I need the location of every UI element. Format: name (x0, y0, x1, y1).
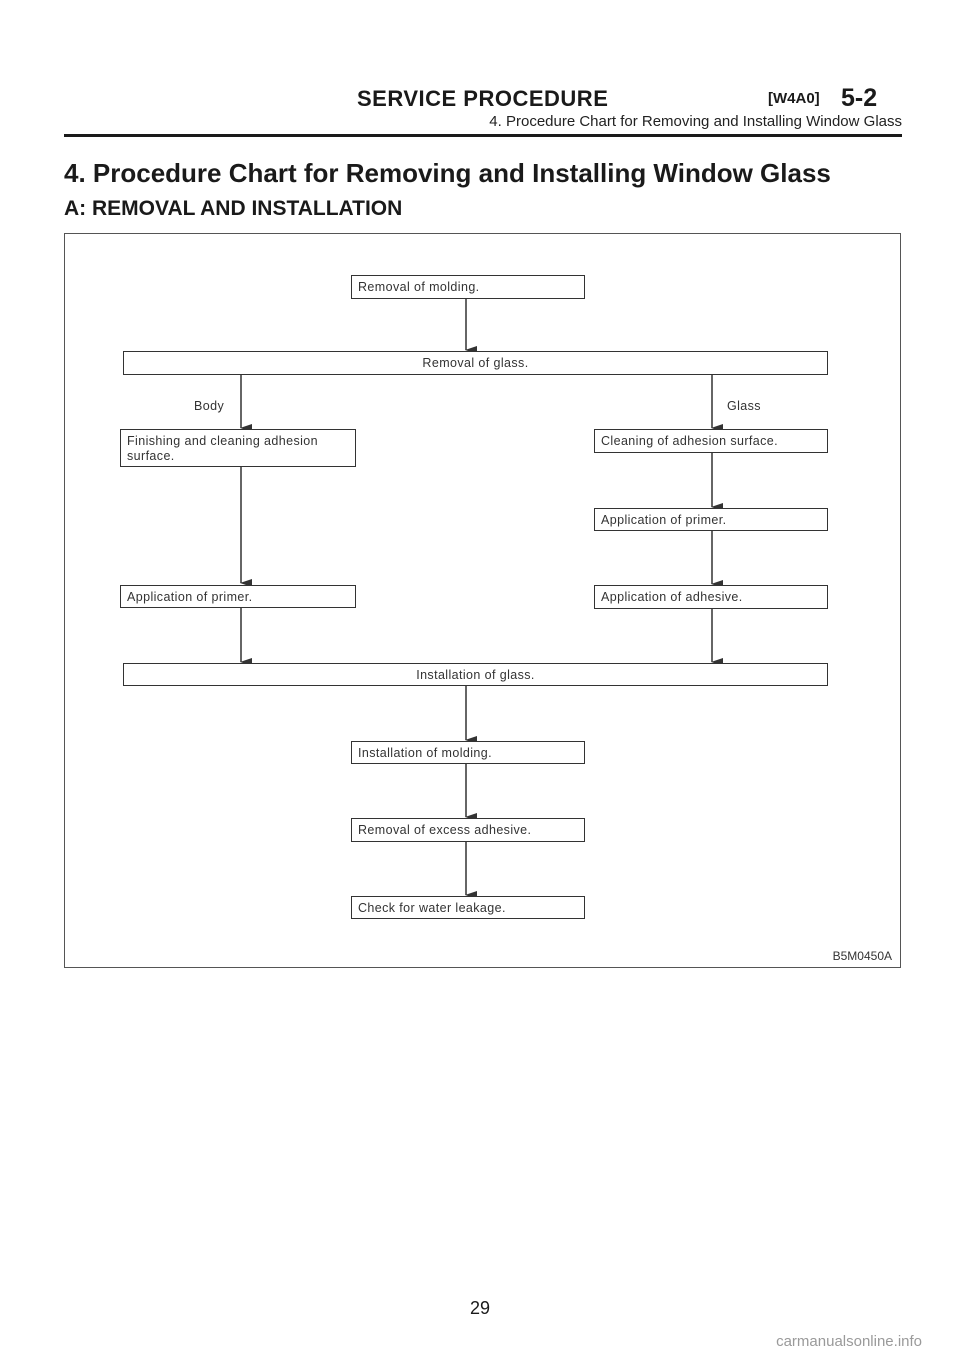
step-application-of-primer-body: Application of primer. (120, 585, 356, 608)
step-check-for-water-leakage: Check for water leakage. (351, 896, 585, 919)
page-number: 29 (469, 1298, 491, 1318)
section-title: 4. Procedure Chart for Removing and Inst… (64, 158, 831, 188)
header-rule (64, 134, 902, 137)
step-removal-of-excess-adhesive: Removal of excess adhesive. (351, 818, 585, 842)
branch-label-body: Body (194, 399, 225, 413)
step-application-of-primer-glass: Application of primer. (594, 508, 828, 531)
step-installation-of-glass: Installation of glass. (123, 663, 828, 686)
branch-label-glass: Glass (727, 399, 761, 413)
flow-connectors (240, 298, 723, 899)
page-header-code: [W4A0] (768, 90, 820, 107)
figure-frame: B5M0450A (64, 233, 901, 968)
page-header-section-number: 5-2 (841, 84, 878, 112)
figure-code: B5M0450A (832, 949, 892, 963)
step-removal-of-molding: Removal of molding. (351, 275, 585, 299)
page-header-subtitle: 4. Procedure Chart for Removing and Inst… (489, 113, 902, 130)
step-removal-of-glass: Removal of glass. (123, 351, 828, 375)
footer-watermark-url: carmanualsonline.info (776, 1333, 922, 1350)
step-cleaning-of-adhesion-surface: Cleaning of adhesion surface. (594, 429, 828, 453)
sub-title: A: REMOVAL AND INSTALLATION (64, 197, 403, 220)
page-header-title: SERVICE PROCEDURE (357, 86, 609, 111)
step-installation-of-molding: Installation of molding. (351, 741, 585, 764)
step-finishing-and-cleaning: Finishing and cleaning adhesion surface. (120, 429, 356, 467)
step-application-of-adhesive: Application of adhesive. (594, 585, 828, 609)
